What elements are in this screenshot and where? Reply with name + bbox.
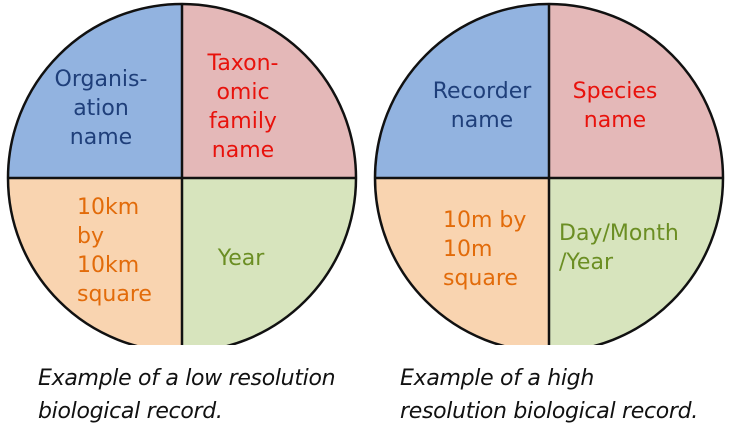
label-line: name: [70, 125, 132, 150]
label-taxonomic-family-name: Taxon-omic family name: [207, 51, 279, 163]
quadrant-organisation-name: [8, 4, 182, 178]
caption-line: resolution biological record.: [400, 399, 699, 424]
label-line: name: [584, 108, 646, 133]
quadrant-year: [182, 178, 356, 345]
label-line: by: [77, 224, 104, 249]
caption-line: Example of a low resolution: [38, 366, 336, 391]
label-line: square: [443, 266, 518, 291]
label-organisation-name: Organis-ation name: [55, 67, 148, 150]
quadrant-species-name: [549, 4, 723, 178]
label-line: 10km: [77, 195, 139, 220]
label-recorder-name: Recorder name: [433, 79, 533, 133]
label-line: omic: [216, 80, 269, 105]
caption-high-resolution: Example of a high resolution biological …: [400, 362, 698, 428]
caption-low-resolution: Example of a low resolution biological r…: [38, 362, 336, 428]
label-line: Organis-: [55, 67, 148, 92]
label-line: Year: [217, 246, 266, 271]
label-line: Day/Month: [559, 221, 679, 246]
label-line: 10km: [77, 253, 139, 278]
quadrant-day-month-year: [549, 178, 723, 345]
label-line: /Year: [559, 250, 614, 275]
label-line: name: [212, 138, 274, 163]
label-10km-square: 10km by 10km square: [77, 195, 152, 307]
diagram-canvas: Organis-ation name Taxon-omic family name 1…: [6, 2, 725, 345]
label-year: Year: [217, 246, 266, 271]
label-line: 10m: [443, 237, 492, 262]
label-line: Recorder: [433, 79, 533, 104]
label-line: Species: [573, 79, 658, 104]
label-line: square: [77, 282, 152, 307]
quadrant-10km-square: [8, 178, 182, 345]
quadrant-taxonomic-family-name: [182, 4, 356, 178]
label-line: ation: [73, 96, 129, 121]
label-day-month-year: Day/Month/Year: [559, 221, 679, 275]
label-species-name: Species name: [573, 79, 658, 133]
caption-line: biological record.: [38, 399, 223, 424]
label-line: 10m by: [443, 208, 526, 233]
quadrant-recorder-name: [375, 4, 549, 178]
label-line: name: [451, 108, 513, 133]
label-10m-square: 10m by 10m square: [443, 208, 526, 291]
quadrant-10m-square: [375, 178, 549, 345]
low-resolution-record-circle: Organis-ation name Taxon-omic family name 1…: [6, 2, 358, 345]
high-resolution-record-circle: Recorder name Species name 10m by 10m square…: [373, 2, 725, 345]
label-line: Taxon-: [207, 51, 279, 76]
label-line: family: [209, 109, 277, 134]
caption-line: Example of a high: [400, 366, 594, 391]
